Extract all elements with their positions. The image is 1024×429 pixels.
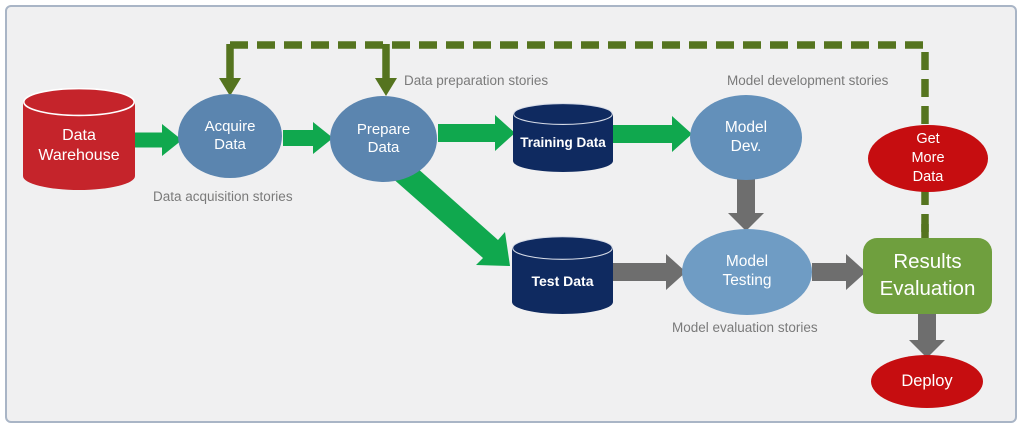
arrow-modeldev-to-testing bbox=[728, 179, 764, 231]
model-dev-label: Model Dev. bbox=[724, 118, 768, 155]
node-deploy: Deploy bbox=[871, 355, 983, 408]
node-prepare-data: Prepare Data bbox=[330, 96, 437, 182]
results-evaluation-label: Results Evaluation bbox=[879, 250, 976, 300]
training-data-cylinder-icon bbox=[513, 103, 613, 172]
arrow-results-to-deploy bbox=[909, 314, 945, 358]
node-data-warehouse: Data Warehouse bbox=[23, 88, 135, 190]
node-get-more-data: Get More Data bbox=[868, 125, 988, 192]
node-acquire-data: Acquire Data bbox=[178, 94, 282, 178]
arrow-training-to-modeldev bbox=[613, 116, 692, 152]
arrow-prepare-to-training bbox=[438, 115, 515, 151]
annotation-model-evaluation-stories: Model evaluation stories bbox=[672, 320, 818, 335]
acquire-data-label: Acquire Data bbox=[204, 117, 256, 153]
feedback-arrow-to-prepare-head bbox=[375, 78, 397, 96]
node-model-dev: Model Dev. bbox=[690, 95, 802, 180]
annotation-model-development-stories: Model development stories bbox=[727, 73, 889, 88]
deploy-label: Deploy bbox=[901, 372, 953, 391]
prepare-data-label: Prepare Data bbox=[356, 120, 411, 156]
data-warehouse-label: Data Warehouse bbox=[38, 127, 120, 164]
node-results-evaluation: Results Evaluation bbox=[863, 238, 992, 314]
node-test-data: Test Data bbox=[512, 236, 613, 314]
annotation-data-preparation-stories: Data preparation stories bbox=[404, 73, 549, 88]
annotation-data-acquisition-stories: Data acquisition stories bbox=[153, 189, 293, 204]
node-model-testing: Model Testing bbox=[682, 229, 812, 315]
arrow-acquire-to-prepare bbox=[283, 122, 333, 154]
test-data-label: Test Data bbox=[531, 272, 594, 289]
data-warehouse-cylinder-icon bbox=[23, 88, 135, 190]
arrow-testing-to-results bbox=[812, 254, 866, 290]
get-more-data-label: Get More Data bbox=[911, 131, 945, 185]
node-training-data: Training Data bbox=[513, 103, 613, 172]
arrow-warehouse-to-acquire bbox=[133, 124, 182, 156]
diagram-panel bbox=[5, 5, 1017, 423]
feedback-arrow-to-acquire-head bbox=[219, 78, 241, 96]
test-data-cylinder-icon bbox=[512, 236, 613, 314]
arrow-testdata-to-testing bbox=[613, 254, 686, 290]
training-data-label: Training Data bbox=[520, 135, 606, 151]
arrow-prepare-to-testdata bbox=[382, 151, 510, 266]
model-testing-label: Model Testing bbox=[722, 253, 772, 289]
